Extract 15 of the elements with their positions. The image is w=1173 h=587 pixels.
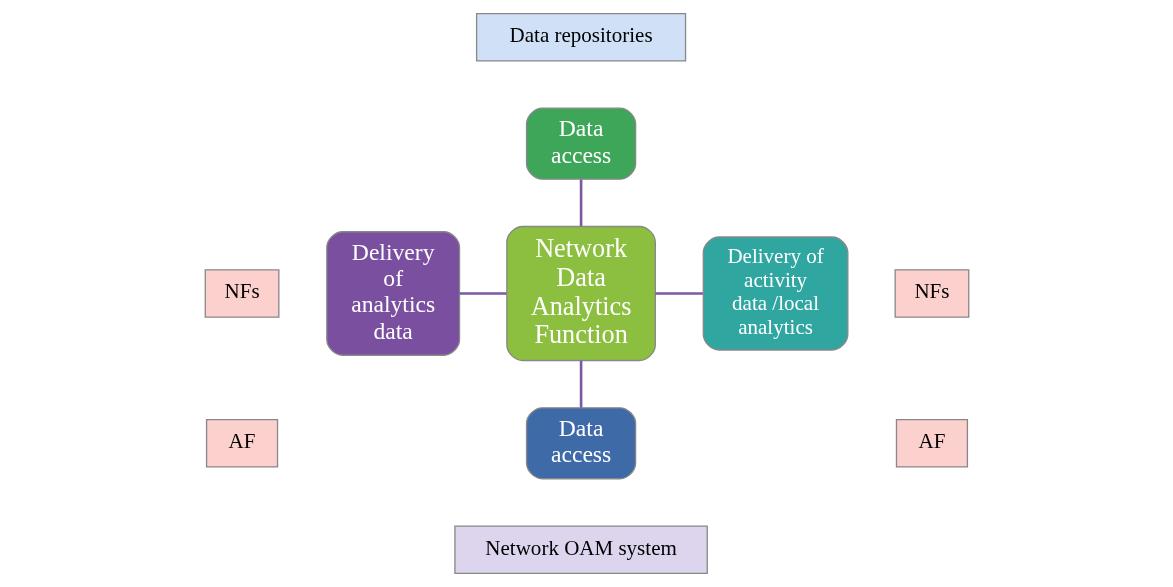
node-box: Data access [525,407,636,480]
node-box: NFs [204,269,279,318]
node-box: AF [205,419,278,468]
node-box: NFs [894,269,969,318]
connector [459,292,507,295]
node-box: Data access [525,107,636,180]
connector [579,360,582,408]
node-box: AF [895,419,968,468]
node-box: Network OAM system [453,525,708,575]
connector [655,292,703,295]
node-box: Data repositories [475,12,686,62]
node-box: Delivery of activity data /local analytics [702,236,848,351]
connector [579,179,582,227]
node-box: Delivery of analytics data [325,231,460,356]
node-box: Network Data Analytics Function [505,225,656,362]
